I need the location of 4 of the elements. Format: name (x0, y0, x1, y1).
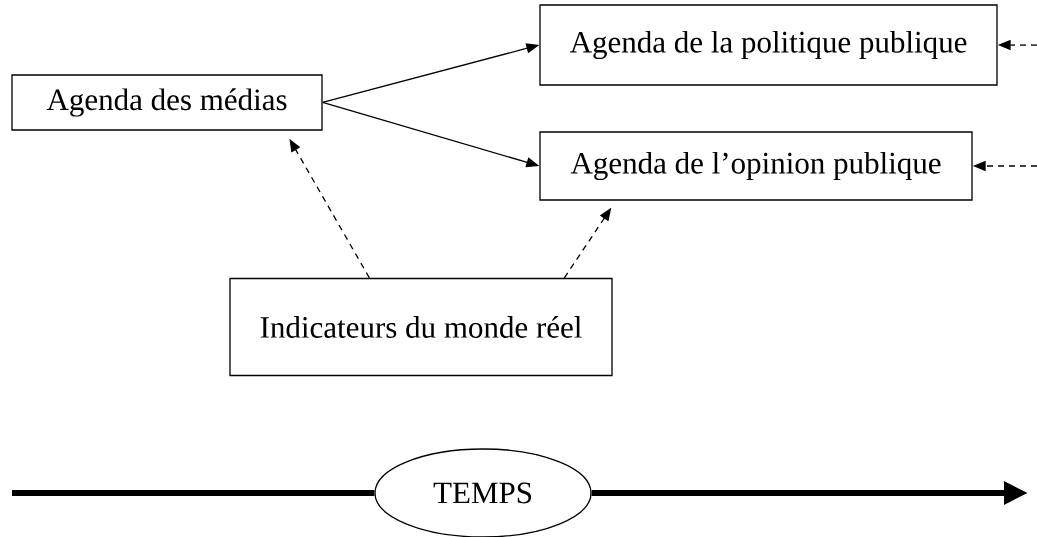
text-box: Agenda de la politique publique (539, 4, 998, 86)
text-box: Agenda des médias (11, 74, 323, 131)
text-box: Agenda de l’opinion publique (539, 131, 973, 201)
text-box: Indicateurs du monde réel (229, 277, 613, 377)
